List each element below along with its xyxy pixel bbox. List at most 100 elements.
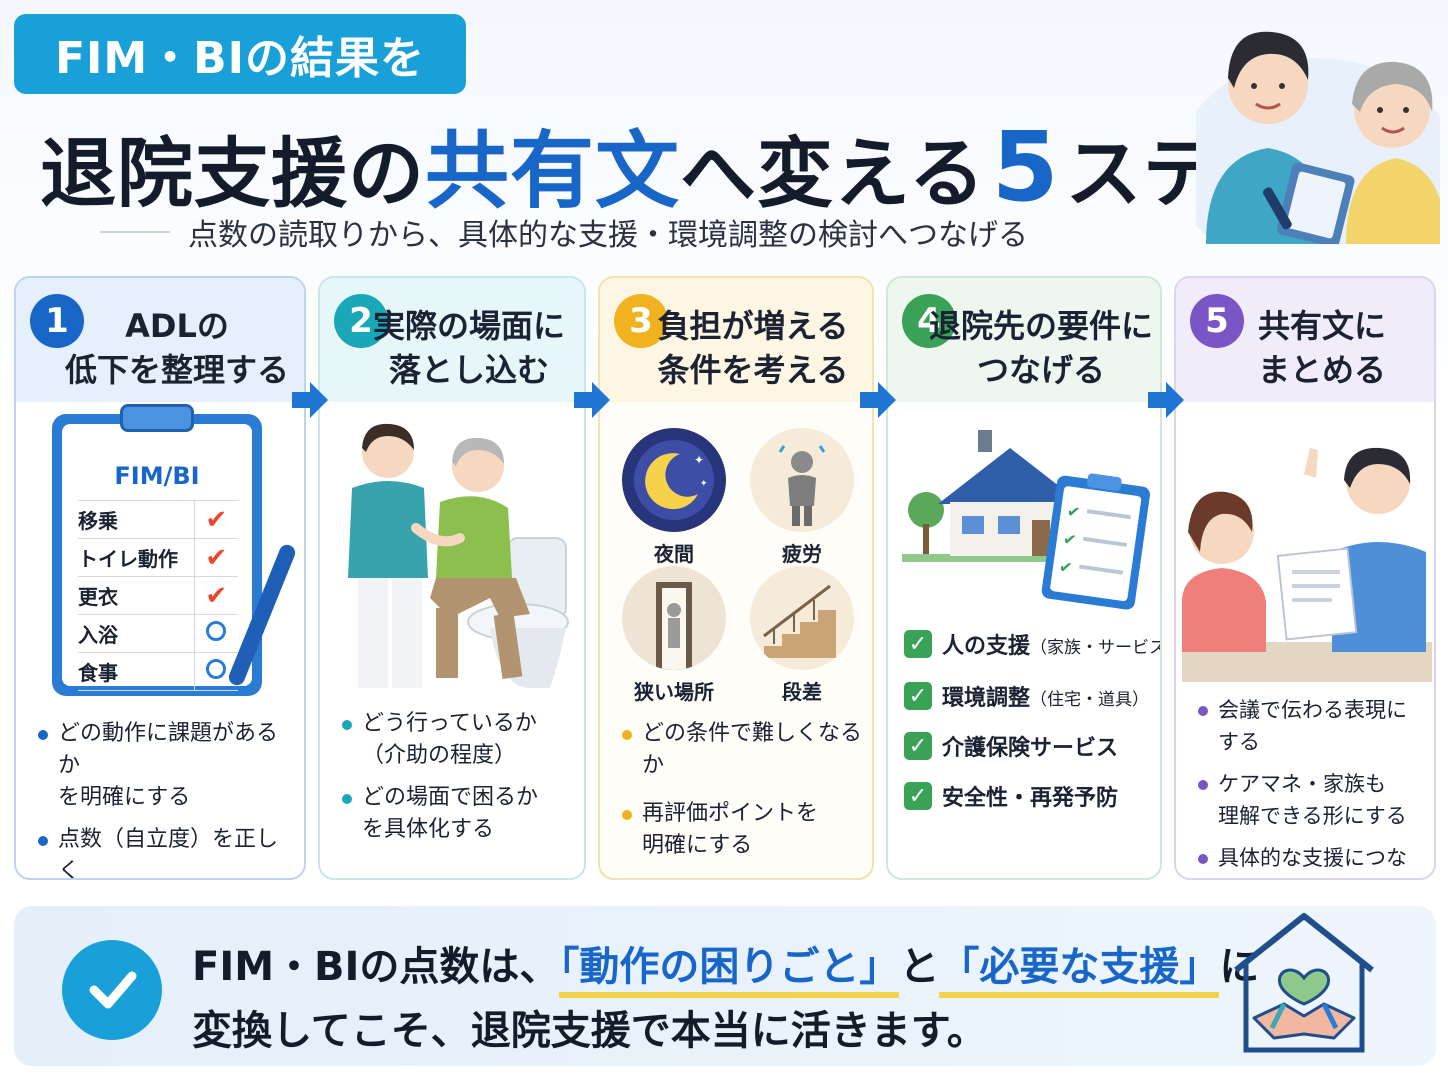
step-5-header: 5 共有文に まとめる (1176, 278, 1434, 402)
step-1-number: 1 (30, 294, 84, 348)
step-4-number: 4 (902, 294, 956, 348)
subtitle-rule (100, 231, 170, 233)
checklist-item: ✓ 介護保険サービス (904, 730, 1118, 762)
svg-text:✦: ✦ (700, 479, 708, 489)
row-label: 更衣 (78, 576, 194, 615)
checklist-icon: ✔ ✔ ✔ (1041, 473, 1150, 610)
title-number: 5 (991, 111, 1060, 223)
list-item: どの条件で難しくなるか (618, 718, 864, 782)
quote-difficulty: 「動作の困りごと」 (559, 944, 900, 998)
quote-support: 「必要な支援」 (939, 944, 1220, 998)
tired-person-icon (750, 428, 854, 532)
svg-text:✦: ✦ (694, 453, 704, 467)
meeting-illustration (1182, 447, 1432, 682)
table-row: 入浴 (78, 614, 238, 653)
svg-text:✔: ✔ (1066, 501, 1082, 522)
condition-label: 疲労 (782, 542, 822, 566)
check-icon: ✓ (904, 630, 932, 658)
subtitle: 点数の読取りから、具体的な支援・環境調整の検討へつなげる (100, 210, 1220, 254)
circle-icon (193, 614, 238, 653)
table-row: トイレ動作✔ (78, 538, 238, 577)
arrow-right-icon (860, 382, 896, 418)
check-circle-icon (62, 940, 162, 1040)
step-card-4: 4 退院先の要件に つなげる ✔ ✔ ✔ ✓ 人の支援（家族・サービス） ✓ 環… (886, 276, 1162, 880)
row-label: 移乗 (78, 500, 194, 539)
house-icon: ✔ ✔ ✔ (902, 430, 1150, 610)
step-4-header: 4 退院先の要件に つなげる (888, 278, 1160, 402)
step-card-3: 3 負担が増える 条件を考える ✦✦ 夜間 疲労 狭い場所 段差 どの条件で難し… (598, 276, 874, 880)
list-item: どう行っているか （介助の程度） (338, 708, 576, 772)
clipboard-icon: FIM/BI 移乗✔ トイレ動作✔ 更衣✔ 入浴 食事 (52, 404, 262, 696)
subtitle-text: 点数の読取りから、具体的な支援・環境調整の検討へつなげる (188, 218, 1028, 253)
summary-banner: FIM・BIの点数は、「動作の困りごと」と「必要な支援」に 変換してこそ、退院支… (14, 906, 1436, 1066)
checklist-item: ✓ 人の支援（家族・サービス） (904, 628, 1160, 660)
list-item: 会議で伝わる表現にする (1194, 694, 1426, 758)
arrow-right-icon (1148, 382, 1184, 418)
condition-fatigue: 疲労 (748, 428, 856, 567)
title-part1: 退院支援の (40, 129, 425, 218)
banner-line-1: FIM・BIの点数は、「動作の困りごと」と「必要な支援」に (192, 934, 1259, 998)
row-label: トイレ動作 (78, 538, 194, 577)
check-icon: ✓ (904, 732, 932, 760)
clipboard-table: 移乗✔ トイレ動作✔ 更衣✔ 入浴 食事 (78, 500, 238, 691)
row-label: 食事 (78, 652, 194, 691)
check-icon: ✔ (193, 500, 238, 539)
toilet-transfer-assist-illustration (348, 423, 569, 688)
check-icon: ✔ (193, 576, 238, 615)
house-heart-handshake-icon (1234, 913, 1374, 1053)
step-2-number: 2 (334, 294, 388, 348)
condition-label: 夜間 (654, 542, 694, 566)
header-badge: FIM・BIの結果を (14, 14, 466, 94)
condition-label: 段差 (782, 680, 822, 704)
moon-icon: ✦✦ (622, 428, 726, 532)
title-highlight: 共有文 (425, 122, 681, 220)
step-2-header: 2 実際の場面に 落とし込む (320, 278, 584, 402)
table-row: 移乗✔ (78, 500, 238, 539)
table-row: 食事 (78, 652, 238, 691)
svg-text:✔: ✔ (1058, 557, 1074, 578)
step-card-1: 1 ADLの 低下を整理する FIM/BI 移乗✔ トイレ動作✔ 更衣✔ 入浴 … (14, 276, 306, 880)
step-card-5: 5 共有文に まとめる 会議で伝わる表現にする ケアマネ・家族も 理解できる形に… (1174, 276, 1436, 880)
checklist-item: ✓ 安全性・再発予防 (904, 780, 1118, 812)
check-icon: ✓ (904, 782, 932, 810)
arrow-right-icon (574, 382, 610, 418)
narrow-door-icon (622, 566, 726, 670)
row-label: 入浴 (78, 614, 194, 653)
step-5-bullets: 会議で伝わる表現にする ケアマネ・家族も 理解できる形にする 具体的な支援につな… (1194, 694, 1426, 878)
step-2-title: 実際の場面に 落とし込む (372, 307, 565, 389)
step-5-title: 共有文に まとめる (1257, 307, 1386, 389)
nurse-with-clipboard-illustration (1196, 31, 1440, 244)
step-1-header: 1 ADLの 低下を整理する (16, 278, 304, 402)
arrow-right-icon (292, 382, 328, 418)
list-item: ケアマネ・家族も 理解できる形にする (1194, 768, 1426, 832)
step-2-bullets: どう行っているか （介助の程度） どの場面で困るか を具体化する (338, 708, 576, 856)
step-5-number: 5 (1190, 294, 1244, 348)
step-4-title: 退院先の要件に つなげる (928, 307, 1153, 389)
step-1-bullets: どの動作に課題があるか を明確にする 点数（自立度）を正しく 読み取る (34, 718, 296, 878)
list-item: 点数（自立度）を正しく 読み取る (34, 824, 296, 878)
condition-step: 段差 (748, 566, 856, 705)
table-row: 更衣✔ (78, 576, 238, 615)
list-item: どの動作に課題があるか を明確にする (34, 718, 296, 814)
clipboard-clasp (120, 404, 194, 432)
title-part2: へ変える (680, 129, 986, 218)
checklist-item: ✓ 環境調整（住宅・道具） (904, 680, 1149, 712)
svg-text:✔: ✔ (1062, 529, 1078, 550)
step-card-2: 2 実際の場面に 落とし込む どう行っているか （介助の程度） どの場面で困るか… (318, 276, 586, 880)
page-title: 退院支援の 共有文 へ変える 5 ステップ (40, 104, 1374, 223)
check-icon: ✔ (193, 538, 238, 577)
step-3-bullets: どの条件で難しくなるか 再評価ポイントを 明確にする (618, 718, 864, 872)
step-3-number: 3 (614, 294, 668, 348)
stairs-icon (750, 566, 854, 670)
list-item: どの場面で困るか を具体化する (338, 782, 576, 846)
condition-night: ✦✦ 夜間 (620, 428, 728, 567)
check-icon: ✓ (904, 682, 932, 710)
condition-narrow-space: 狭い場所 (620, 566, 728, 705)
list-item: 再評価ポイントを 明確にする (618, 798, 864, 862)
banner-line-2: 変換してこそ、退院支援で本当に活きます。 (192, 1008, 987, 1054)
step-3-header: 3 負担が増える 条件を考える (600, 278, 872, 402)
clipboard-title: FIM/BI (114, 462, 200, 490)
condition-label: 狭い場所 (634, 680, 714, 704)
step-1-title: ADLの 低下を整理する (64, 307, 289, 389)
list-item: 具体的な支援につなげる (1194, 842, 1426, 878)
